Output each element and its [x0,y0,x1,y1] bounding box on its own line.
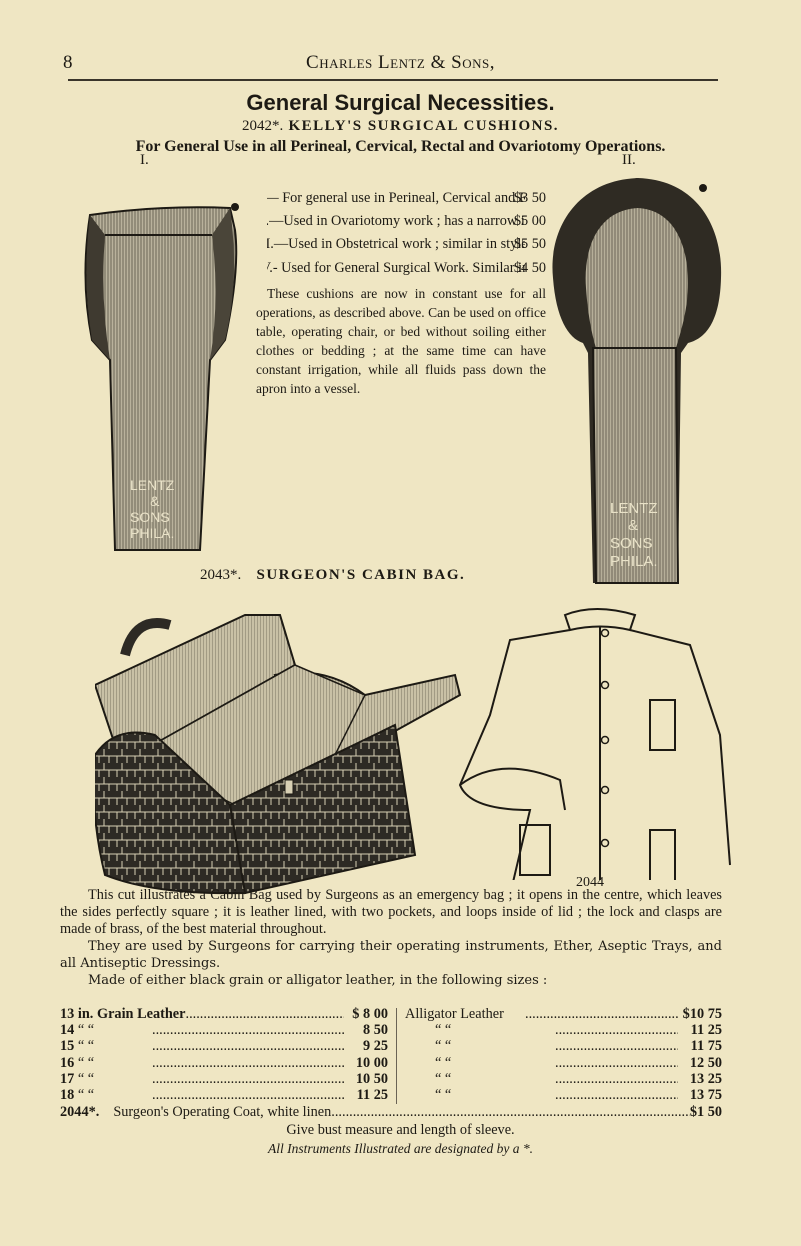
table-row: 17 “ “ 10 50 [60,1071,388,1087]
svg-text:LENTZ: LENTZ [610,500,658,517]
label-cell: “ “ [77,1022,95,1039]
price-cell: 12 50 [689,1054,722,1071]
item-text: II.—Used in Ovariotomy work ; has a narr… [267,211,525,232]
cushion-item-ii: II.—Used in Ovariotomy work ; has a narr… [256,211,546,232]
product-number: 2044*. [60,1104,100,1120]
price-cell: 11 75 [690,1038,722,1055]
price-cell: 13 25 [689,1070,722,1087]
cabin-bag-description: This cut illustrates a Cabin Bag used by… [60,887,722,989]
running-head: 8 Charles Lentz & Sons, [0,52,801,76]
label-cell: “ “ [77,1038,95,1055]
item-price: $5 00 [513,213,546,230]
table-row: 16 “ “ 10 00 [60,1055,388,1071]
footnote: All Instruments Illustrated are designat… [268,1141,533,1156]
svg-text:PHILA.: PHILA. [130,525,174,541]
grain-leather-column: 13 in. Grain Leather $ 8 00 14 “ “ 8 50 15… [60,1006,388,1103]
figure-caption-2044: 2044 [576,875,604,890]
label-cell: “ “ [435,1022,452,1039]
product-name: KELLY'S SURGICAL CUSHIONS. [288,118,560,134]
product-name: SURGEON'S CABIN BAG. [256,567,466,583]
size-cell: 13 in. [60,1006,94,1022]
cushion-item-iii: III.—Used in Obstetrical work ; similar … [256,234,546,255]
size-cell: 16 [60,1054,75,1071]
table-row: “ “ 13 75 [405,1087,722,1103]
alligator-leather-column: Alligator Leather $10 75 “ “ 11 25 “ “ 11 7… [405,1006,722,1103]
section-title: General Surgical Necessities. [246,90,555,115]
price-cell: 9 25 [362,1038,388,1055]
cushion-descriptions: I.— For general use in Perineal, Cervica… [256,188,546,400]
price-cell: 11 25 [356,1087,388,1104]
table-row: “ “ 11 75 [405,1038,722,1054]
product-2044-line: 2044*. Surgeon's Operating Coat, white l… [60,1104,722,1121]
label-cell: Grain Leather [96,1006,186,1022]
label-cell: “ “ [435,1038,452,1055]
svg-text:SONS: SONS [130,509,170,525]
description-paragraph: This cut illustrates a Cabin Bag used by… [60,887,722,937]
price-cell: 8 50 [362,1022,388,1039]
cushion-figure-ii-illustration: LENTZ & SONS PHILA. [552,178,722,584]
product-number: 2042*. [241,118,284,134]
product-2042-uses: For General Use in all Perineal, Cervica… [135,138,666,155]
label-cell: “ “ [77,1070,95,1087]
product-description: Surgeon's Operating Coat, white linen [113,1104,690,1121]
page-number: 8 [63,52,73,73]
table-row: “ “ 12 50 [405,1055,722,1071]
product-number: 2043*. [200,567,242,583]
cabin-bag-illustration [95,614,462,895]
price-cell: $10 75 [682,1006,722,1022]
size-cell: 18 [60,1087,75,1104]
size-cell: 15 [60,1038,75,1055]
label-cell: “ “ [435,1070,452,1087]
price-cell: $ 8 00 [352,1006,388,1022]
cushion-note: These cushions are now in constant use f… [256,285,546,396]
figure-label-i: I. [140,152,149,168]
cushion-item-iv: IV.- Used for General Surgical Work. Sim… [256,258,546,279]
cushion-item-i: I.— For general use in Perineal, Cervica… [256,188,546,209]
svg-text:&: & [150,493,160,509]
cushion-figure-i-illustration: LENTZ & SONS PHILA. [84,203,239,551]
table-row: 14 “ “ 8 50 [60,1022,388,1038]
label-cell: “ “ [435,1054,452,1071]
description-paragraph: Made of either black grain or alligator … [88,973,548,988]
item-text: III.—Used in Obstetrical work ; similar … [267,234,525,255]
item-price: $5 50 [513,236,546,253]
svg-text:PHILA.: PHILA. [610,553,658,570]
product-price: $1 50 [689,1104,722,1120]
column-divider [396,1008,397,1104]
label-cell: “ “ [77,1054,95,1071]
item-price: $3 50 [513,190,546,206]
table-row: Alligator Leather $10 75 [405,1006,722,1022]
table-row: 18 “ “ 11 25 [60,1087,388,1103]
size-cell: 14 [60,1022,75,1039]
running-title: Charles Lentz & Sons, [306,52,495,73]
operating-coat-illustration [458,608,731,880]
description-paragraph: They are used by Surgeons for carrying t… [60,939,722,971]
product-2042-title: 2042*. KELLY'S SURGICAL CUSHIONS. [0,118,801,135]
product-2043-title: 2043*. SURGEON'S CABIN BAG. [200,567,465,584]
svg-text:&: & [628,517,638,534]
item-text: I.— For general use in Perineal, Cervica… [267,188,525,209]
table-row: “ “ 13 25 [405,1071,722,1087]
price-cell: 10 00 [355,1054,388,1071]
table-row: 15 “ “ 9 25 [60,1038,388,1054]
svg-text:SONS: SONS [610,535,653,552]
label-cell: “ “ [77,1087,95,1104]
item-price: $4 50 [513,259,546,276]
figure-label-ii: II. [622,152,636,168]
price-cell: 11 25 [690,1022,722,1039]
price-cell: 10 50 [355,1070,388,1087]
table-row: 13 in. Grain Leather $ 8 00 [60,1006,388,1022]
header-rule [68,79,718,81]
label-cell: Alligator Leather [405,1006,504,1022]
product-2044-note: Give bust measure and length of sleeve. [286,1122,515,1138]
item-text: IV.- Used for General Surgical Work. Sim… [267,258,525,279]
label-cell: “ “ [435,1087,452,1104]
table-row: “ “ 11 25 [405,1022,722,1038]
price-cell: 13 75 [689,1087,722,1104]
size-cell: 17 [60,1070,75,1087]
imprint-text: LENTZ [130,477,175,493]
